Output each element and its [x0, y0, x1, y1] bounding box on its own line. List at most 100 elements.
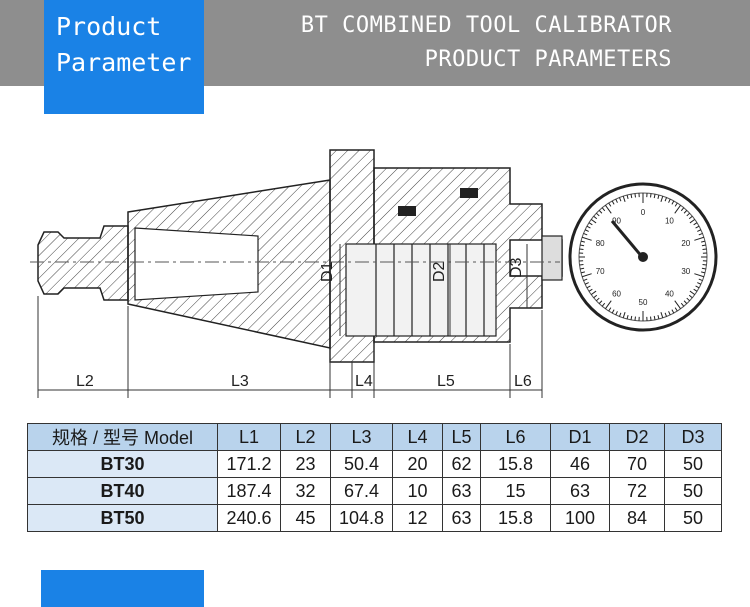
- table-cell: 171.2: [217, 450, 281, 478]
- model-cell: BT30: [27, 450, 218, 478]
- dial-tick: [671, 200, 675, 205]
- dial-tick: [593, 215, 598, 220]
- page-subtitle: PRODUCT PARAMETERS: [424, 47, 672, 72]
- dial-tick: [601, 207, 606, 212]
- dial-tick: [683, 210, 688, 214]
- dial-tick: [580, 244, 585, 247]
- dial-tick: [580, 240, 586, 243]
- taper-bore: [134, 227, 259, 301]
- column-header: D1: [550, 423, 610, 451]
- dial-tick: [583, 278, 588, 282]
- dial-tick: [693, 288, 698, 292]
- dial-tick: [683, 300, 688, 304]
- dial-tick: [664, 312, 668, 317]
- dial-scale-label: 40: [665, 289, 674, 298]
- table-header-row: 规格 / 型号 Model L1 L2 L3 L4 L5 L6 D1 D2 D3: [27, 423, 722, 451]
- dial-tick: [686, 212, 690, 217]
- label-d3: D3: [508, 257, 525, 278]
- column-header: 规格 / 型号 Model: [27, 423, 218, 451]
- table-cell: 32: [280, 477, 331, 505]
- dial-hub: [638, 252, 648, 262]
- table-row: BT50 240.6 45 104.8 12 63 15.8 100 84 50: [27, 504, 722, 532]
- table-cell: 63: [550, 477, 610, 505]
- dial-tick: [700, 240, 706, 243]
- dial-tick: [702, 248, 707, 250]
- dial-tick: [596, 212, 600, 217]
- label-l2: L2: [76, 373, 94, 390]
- table-cell: 15.8: [480, 450, 551, 478]
- dial-tick: [671, 309, 675, 314]
- dial-tick: [593, 294, 598, 299]
- dial-tick: [698, 232, 703, 236]
- dial-tick: [583, 232, 588, 236]
- dial-tick: [611, 309, 615, 314]
- dial-tick: [611, 200, 615, 205]
- dial-tick: [630, 194, 633, 199]
- header-tag-line2: Parameter: [56, 48, 192, 77]
- table-cell: 15.8: [480, 504, 551, 532]
- dial-tick: [586, 225, 591, 229]
- dial-tick: [700, 271, 706, 274]
- dial-tick: [657, 194, 660, 200]
- label-l4: L4: [355, 373, 373, 390]
- dial-tick: [674, 202, 678, 207]
- inner-sleeve: [345, 243, 497, 337]
- dial-tick: [680, 302, 685, 307]
- dial-tick: [598, 210, 603, 214]
- table-cell: 72: [609, 477, 665, 505]
- dial-tick: [653, 315, 656, 320]
- dial-tick: [664, 197, 668, 202]
- seal-ring-right: [460, 188, 478, 198]
- dial-tick: [584, 229, 589, 232]
- dial-scale-label: 80: [596, 239, 605, 248]
- page-title: BT COMBINED TOOL CALIBRATOR: [300, 13, 672, 38]
- label-l3: L3: [231, 373, 249, 390]
- dial-tick: [674, 300, 682, 310]
- table-cell: 63: [442, 504, 481, 532]
- table-cell: 70: [609, 450, 665, 478]
- dial-scale-label: 50: [639, 298, 648, 307]
- table-cell: 187.4: [217, 477, 281, 505]
- table-cell: 20: [392, 450, 443, 478]
- dial-tick: [693, 222, 698, 226]
- label-l5: L5: [437, 373, 455, 390]
- dial-tick: [653, 194, 656, 199]
- dial-tick: [668, 198, 671, 203]
- dial-tick: [674, 307, 678, 312]
- dial-tick: [634, 193, 636, 198]
- gauge-stem-nut: [541, 235, 563, 281]
- dial-scale-label: 70: [596, 267, 605, 276]
- dial-tick: [689, 290, 696, 296]
- seal-ring-left: [398, 206, 416, 216]
- dial-tick: [695, 225, 700, 229]
- dial-tick: [702, 264, 707, 266]
- label-l6: L6: [514, 373, 532, 390]
- dial-tick: [695, 285, 700, 289]
- table-cell: 84: [609, 504, 665, 532]
- column-header: L6: [480, 423, 551, 451]
- dial-tick: [590, 290, 597, 296]
- column-header: D3: [664, 423, 722, 451]
- table-cell: 50: [664, 504, 722, 532]
- table-cell: 23: [280, 450, 331, 478]
- dial-tick: [694, 273, 705, 278]
- dial-tick: [596, 297, 600, 302]
- table-cell: 50.4: [330, 450, 393, 478]
- sleeve-grooves: [375, 244, 485, 336]
- label-d2: D2: [431, 261, 448, 282]
- dial-tick: [694, 236, 705, 241]
- dial-tick: [697, 229, 702, 232]
- column-header: L4: [392, 423, 443, 451]
- table-cell: 12: [392, 504, 443, 532]
- dial-tick: [581, 236, 592, 241]
- table-cell: 15: [480, 477, 551, 505]
- table-cell: 63: [442, 477, 481, 505]
- dial-tick: [622, 195, 626, 202]
- dial-tick: [590, 218, 597, 224]
- dial-tick: [688, 215, 693, 220]
- column-header: L1: [217, 423, 281, 451]
- dial-scale-label: 60: [612, 289, 621, 298]
- dial-tick: [668, 311, 671, 316]
- dial-tick: [604, 300, 612, 310]
- table-cell: 50: [664, 450, 722, 478]
